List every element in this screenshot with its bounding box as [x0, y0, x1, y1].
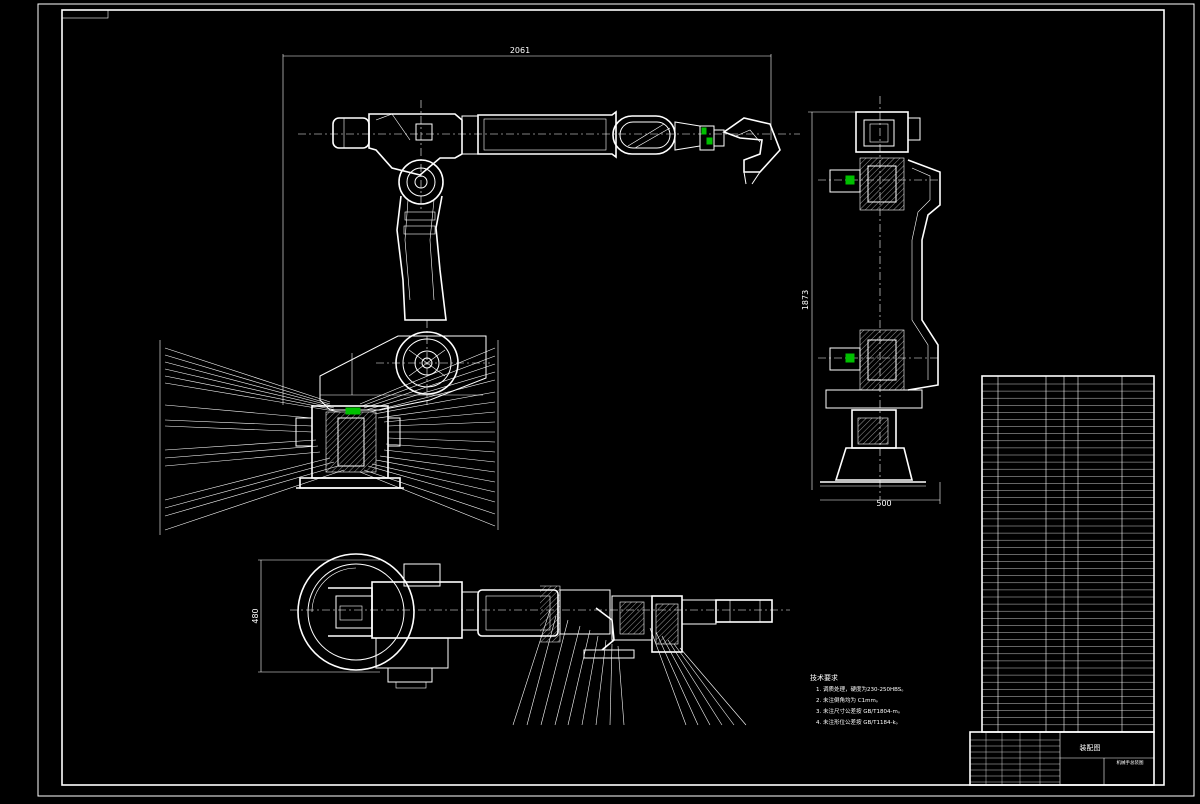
drawing-frame	[37, 3, 1195, 797]
tech-note-2: 2. 未注倒角均为 C1mm。	[816, 696, 881, 704]
title-block: 装配图 机械手总装图	[969, 731, 1155, 786]
side-view: 1873 500	[801, 96, 941, 508]
dimension-height: 1873	[801, 290, 810, 310]
tech-notes: 技术要求 1. 调质处理，硬度为230-250HBS。 2. 未注倒角均为 C1…	[810, 673, 907, 726]
top-view-leaders	[512, 609, 747, 726]
title-block-subtitle: 机械手总装图	[1117, 759, 1144, 766]
top-view: 480	[251, 553, 790, 689]
front-view: 2061	[282, 46, 800, 489]
tech-note-3: 3. 未注尺寸公差按 GB/T1804-m。	[816, 707, 903, 715]
front-view-leaders-left	[159, 340, 345, 535]
dimension-base-width: 500	[876, 499, 891, 508]
front-view-leaders-right	[359, 340, 499, 530]
tech-note-4: 4. 未注形位公差按 GB/T1184-k。	[816, 718, 901, 726]
tech-notes-heading: 技术要求	[810, 673, 838, 682]
parts-list	[981, 375, 1155, 733]
dimension-arm-reach: 2061	[510, 46, 530, 55]
tech-note-1: 1. 调质处理，硬度为230-250HBS。	[816, 685, 907, 693]
title-block-title: 装配图	[1080, 743, 1101, 752]
dimension-top-width: 480	[251, 608, 260, 623]
